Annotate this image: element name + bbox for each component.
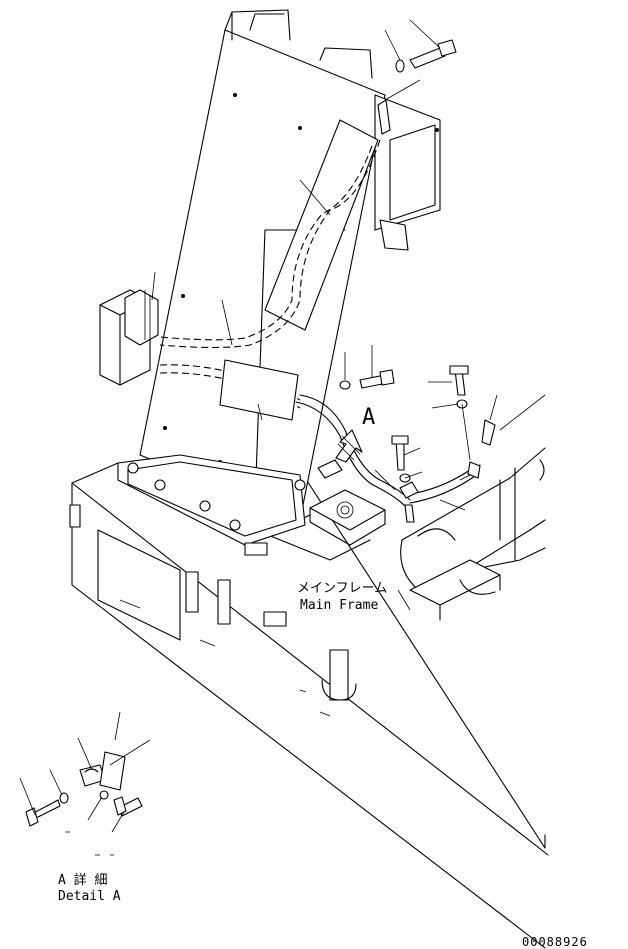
electrical-box [99,289,159,386]
main-frame [69,462,549,949]
vertical-post [139,9,441,521]
side-member [400,447,546,621]
main-frame-label-jp: メインフレーム [297,581,387,596]
drawing-number: 00088926 [522,935,588,949]
detail-a-drawing [19,711,151,856]
main-frame-label-en: Main Frame [300,598,378,613]
clamp-hardware [317,345,546,523]
post-base [117,454,306,556]
callout-a-label: A [362,405,375,430]
detail-label-en: Detail A [58,889,121,904]
harness [159,119,481,507]
top-bolt [377,19,457,135]
leader-lines [151,179,411,611]
callout-arrow [335,429,363,463]
detail-label-jp: A 詳 細 [58,872,107,888]
